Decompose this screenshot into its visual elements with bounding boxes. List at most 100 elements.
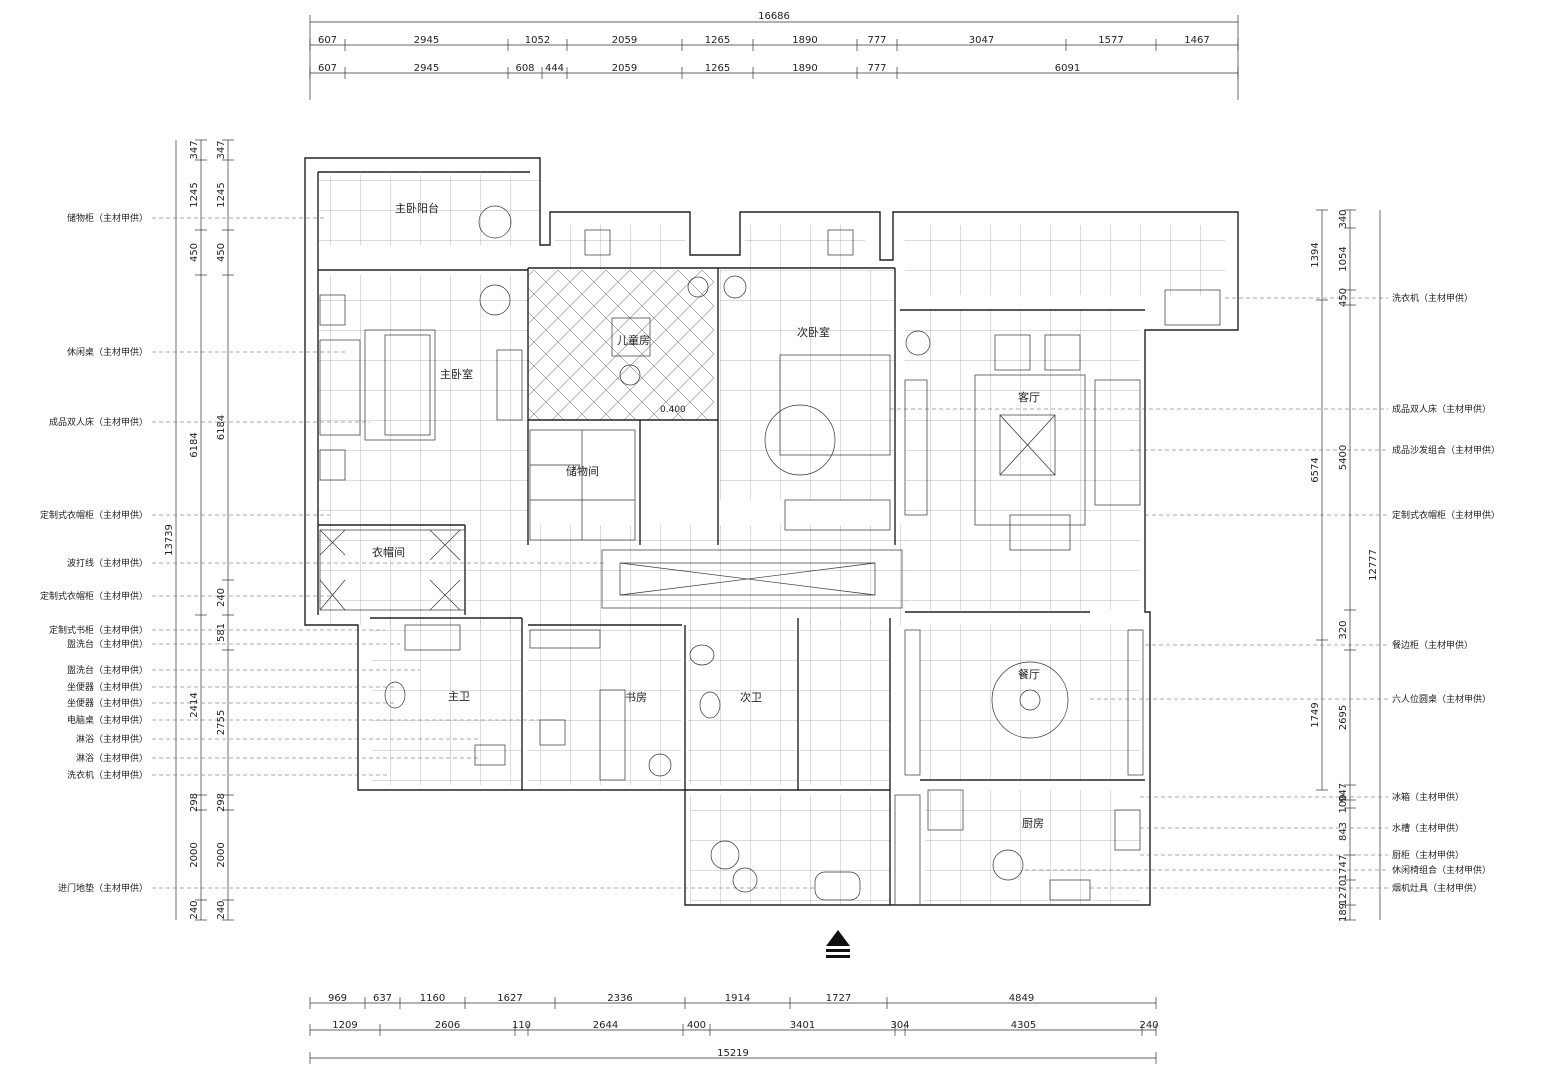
entry-floor xyxy=(690,795,890,905)
storage-dividers xyxy=(530,430,635,540)
room-label-living: 客厅 xyxy=(1018,390,1040,404)
dimension-value: 1160 xyxy=(420,993,445,1004)
dimension-value: 777 xyxy=(867,35,886,46)
dimension-value: 13739 xyxy=(164,524,175,556)
fridge xyxy=(927,789,964,831)
dimension-value: 607 xyxy=(318,35,337,46)
dimension-value: 1890 xyxy=(792,35,817,46)
dimension-value: 1467 xyxy=(1184,35,1209,46)
room-label-master-bath: 主卫 xyxy=(448,690,470,703)
kids-balcony-floor xyxy=(555,225,685,270)
inner-wall-line xyxy=(317,171,530,615)
dimension-value: 1727 xyxy=(826,993,851,1004)
dimension-value: 608 xyxy=(515,63,534,74)
dimension-value: 1394 xyxy=(1310,242,1321,267)
nightstand xyxy=(319,294,346,326)
bookcase xyxy=(529,629,601,649)
master-shower xyxy=(474,744,506,766)
dimension-value: 4849 xyxy=(1009,993,1034,1004)
dimension-value: 6184 xyxy=(189,432,200,457)
dimension-value: 450 xyxy=(216,243,227,262)
dimension-value: 1577 xyxy=(1098,35,1123,46)
left-annotations: 储物柜（主材甲供）休闲桌（主材甲供）成品双人床（主材甲供）定制式衣帽柜（主材甲供… xyxy=(40,212,815,894)
hall-floor xyxy=(800,620,890,785)
second-bath-floor xyxy=(688,625,798,785)
second-toilet xyxy=(699,691,721,719)
master-bed xyxy=(319,329,436,441)
room-label-study: 书房 xyxy=(625,691,647,704)
corridor-inlay-cross xyxy=(619,562,876,596)
dimension-value: 2945 xyxy=(414,35,439,46)
dimension-value: 2336 xyxy=(607,993,632,1004)
annotation-label: 波打线（主材甲供） xyxy=(67,557,148,569)
dimension-value: 947 xyxy=(1338,783,1349,802)
right-annotations: 洗衣机（主材甲供）成品双人床（主材甲供）成品沙发组合（主材甲供）定制式衣帽柜（主… xyxy=(890,292,1500,894)
dimension-value: 16686 xyxy=(758,11,790,22)
annotation-label: 定制式衣帽柜（主材甲供） xyxy=(1392,509,1500,521)
master-balcony-floor xyxy=(318,175,540,245)
dimension-value: 1270 xyxy=(1338,880,1349,905)
balcony-chair xyxy=(827,229,854,256)
armchair xyxy=(1009,514,1071,551)
dimension-value: 2000 xyxy=(189,842,200,867)
dimension-value: 969 xyxy=(328,993,347,1004)
annotation-label: 定制式书柜（主材甲供） xyxy=(49,624,148,636)
dimension-value: 581 xyxy=(216,623,227,642)
sink xyxy=(1114,809,1141,851)
corridor-inlay xyxy=(619,562,876,596)
dimension-value: 2000 xyxy=(216,842,227,867)
room-label-master-bedroom: 主卧室 xyxy=(440,367,473,381)
sideboard xyxy=(904,629,921,776)
dimension-value: 340 xyxy=(1338,209,1349,228)
computer-desk xyxy=(599,689,626,781)
master-bath-floor xyxy=(372,620,522,785)
annotation-label: 洗衣机（主材甲供） xyxy=(67,769,148,781)
dimension-value: 1749 xyxy=(1310,702,1321,727)
dimension-value: 777 xyxy=(867,63,886,74)
plant-icon xyxy=(687,276,709,298)
storage-cabinets xyxy=(529,429,636,541)
wardrobe-marks xyxy=(319,529,461,611)
annotation-label: 厨柜（主材甲供） xyxy=(1392,849,1464,861)
dimension-value: 5400 xyxy=(1338,445,1349,470)
dimension-value: 189 xyxy=(1338,903,1349,922)
dining-cabinet xyxy=(1127,629,1144,776)
annotation-label: 休闲椅组合（主材甲供） xyxy=(1392,864,1491,876)
dimension-value: 6184 xyxy=(216,415,227,440)
dimension-value: 298 xyxy=(189,793,200,812)
annotation-label: 盥洗台（主材甲供） xyxy=(67,638,148,650)
dimension-value: 12777 xyxy=(1368,549,1379,581)
dimension-value: 607 xyxy=(318,63,337,74)
dining-table xyxy=(991,661,1069,739)
dimension-value: 1627 xyxy=(497,993,522,1004)
second-bed xyxy=(779,354,891,456)
dimension-value: 347 xyxy=(189,140,200,159)
annotation-label: 冰箱（主材甲供） xyxy=(1392,791,1464,803)
dimension-value: 2644 xyxy=(593,1020,618,1031)
right-dimensions: 1277734010544505400320269594710084317471… xyxy=(1310,209,1381,922)
second-bedroom-floor xyxy=(720,270,895,500)
annotation-label: 成品沙发组合（主材甲供） xyxy=(1392,444,1500,456)
annotation-label: 储物柜（主材甲供） xyxy=(67,212,148,224)
tv-cabinet xyxy=(904,379,928,516)
room-label-storage: 储物间 xyxy=(566,464,599,478)
dimension-value: 240 xyxy=(189,900,200,919)
kids-chair xyxy=(619,364,641,386)
dimension-value: 637 xyxy=(373,993,392,1004)
annotation-label: 坐便器（主材甲供） xyxy=(67,681,148,693)
cloakroom-wardrobe xyxy=(319,529,466,611)
master-bedroom-floor xyxy=(318,275,528,525)
stove xyxy=(1049,879,1091,901)
sofa xyxy=(1094,379,1141,506)
dimension-value: 843 xyxy=(1338,822,1349,841)
balcony-chair xyxy=(584,229,611,256)
dimension-value: 2695 xyxy=(1338,705,1349,730)
round-rug xyxy=(764,404,836,476)
dimension-value: 450 xyxy=(1338,288,1349,307)
armchair xyxy=(1044,334,1081,371)
armchair xyxy=(994,334,1031,371)
left-dimensions: 1373934712454506184241429820002403471245… xyxy=(164,139,234,921)
master-basin xyxy=(404,624,461,651)
annotation-label: 休闲桌（主材甲供） xyxy=(67,346,148,358)
